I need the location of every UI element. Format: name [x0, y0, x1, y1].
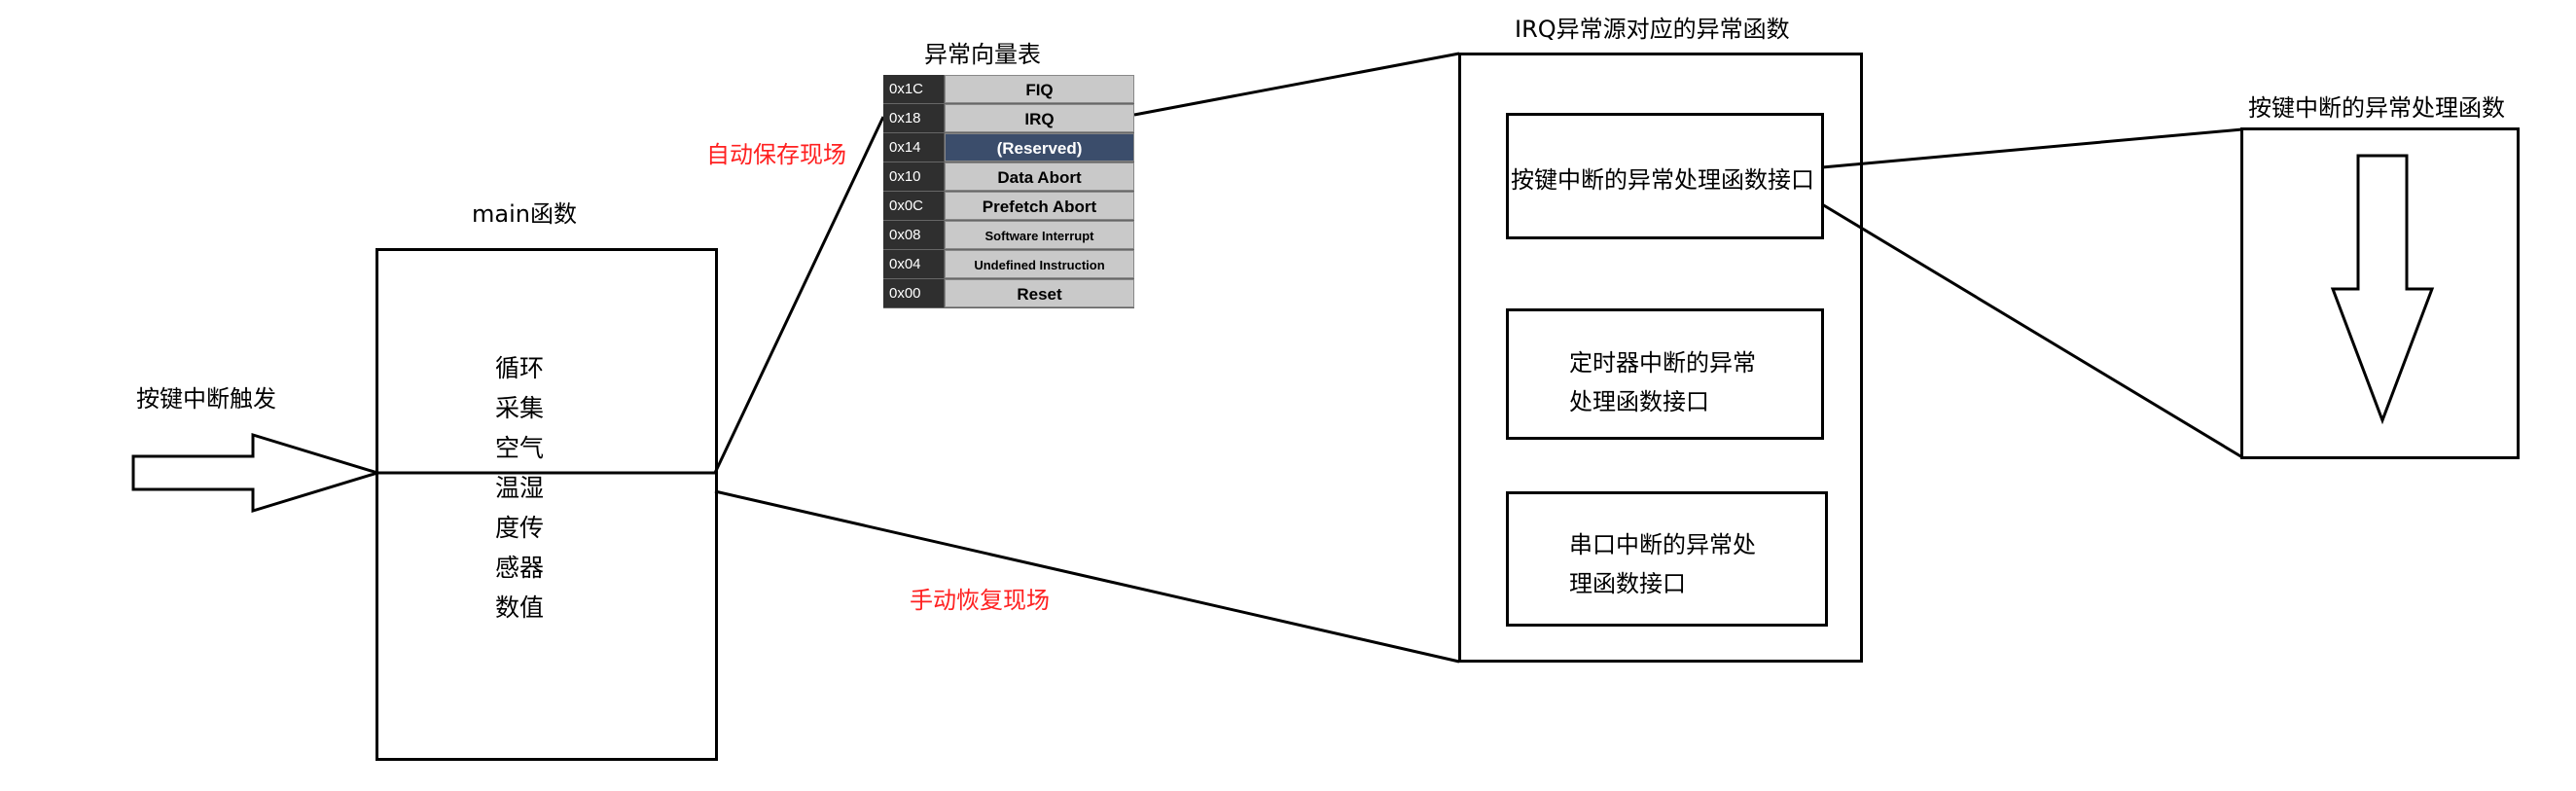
main-title: main函数	[472, 200, 577, 228]
vector-address: 0x10	[883, 162, 945, 191]
uart-interface-box	[1506, 491, 1828, 627]
vector-address: 0x08	[883, 221, 945, 249]
vector-name: Prefetch Abort	[945, 192, 1134, 220]
vector-name: Data Abort	[945, 162, 1134, 191]
irq-title: IRQ异常源对应的异常函数	[1515, 16, 1790, 43]
vector-row: 0x14(Reserved)	[883, 133, 1134, 162]
auto-save-label: 自动保存现场	[706, 141, 846, 168]
vector-name: Reset	[945, 279, 1134, 307]
vector-name: Undefined Instruction	[945, 250, 1134, 278]
vector-name: FIQ	[945, 75, 1134, 103]
vector-address: 0x1C	[883, 75, 945, 103]
main-box	[376, 248, 718, 761]
manual-restore-line	[714, 489, 1460, 664]
main-line-2: 采集	[494, 394, 544, 422]
vector-address: 0x0C	[883, 192, 945, 220]
timer-interface-label-1: 定时器中断的异常	[1569, 349, 1756, 377]
handler-title: 按键中断的异常处理函数	[2248, 94, 2505, 122]
auto-save-line	[713, 116, 885, 474]
main-line-7: 数值	[494, 593, 544, 622]
key-interface-label: 按键中断的异常处理函数接口	[1511, 166, 1814, 194]
key-interface-box	[1506, 113, 1824, 239]
uart-interface-label-1: 串口中断的异常处	[1569, 531, 1756, 558]
handler-top-line	[1821, 127, 2243, 169]
vector-address: 0x04	[883, 250, 945, 278]
uart-interface-label-2: 理函数接口	[1569, 570, 1686, 597]
handler-bottom-line	[1821, 202, 2243, 459]
irq-container	[1458, 53, 1863, 663]
down-arrow	[2330, 154, 2435, 425]
manual-restore-label: 手动恢复现场	[910, 587, 1050, 614]
main-line-1: 循环	[494, 354, 544, 382]
irq-dispatch-line	[1133, 52, 1460, 117]
trigger-arrow	[131, 432, 383, 514]
main-box-text: 循环 采集 空气 温湿 度传 感器 数值	[490, 348, 549, 628]
vector-name: Software Interrupt	[945, 221, 1134, 249]
vector-name: (Reserved)	[945, 133, 1134, 162]
trigger-label: 按键中断触发	[136, 385, 276, 413]
vector-name: IRQ	[945, 104, 1134, 132]
vector-table-title: 异常向量表	[924, 41, 1041, 68]
vector-address: 0x14	[883, 133, 945, 162]
main-line-5: 度传	[494, 514, 544, 542]
vector-address: 0x00	[883, 279, 945, 307]
main-line-3: 空气	[494, 434, 544, 462]
handler-box	[2240, 127, 2520, 459]
timer-interface-label-2: 处理函数接口	[1569, 388, 1709, 415]
timer-interface-box	[1506, 308, 1824, 440]
main-line-4: 温湿	[494, 474, 544, 502]
main-line-6: 感器	[494, 554, 544, 582]
vector-address: 0x18	[883, 104, 945, 132]
